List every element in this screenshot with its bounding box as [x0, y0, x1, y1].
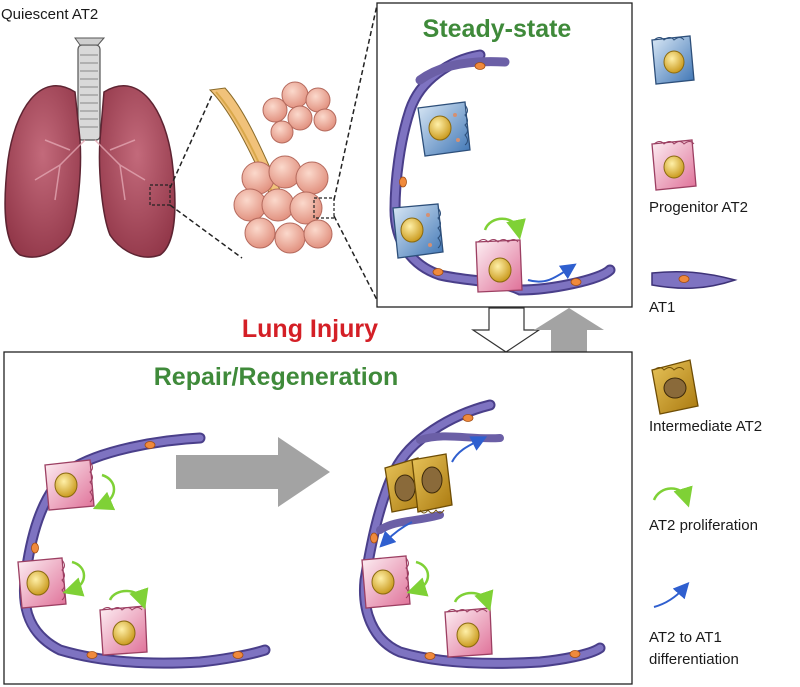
- intermediate-at2-cell-2: [411, 453, 453, 514]
- progression-arrow: [176, 437, 330, 507]
- quiescent-at2-cell-2: [392, 203, 444, 259]
- repair-regeneration-title: Repair/Regeneration: [154, 363, 399, 391]
- legend-label-quiescent: Quiescent AT2: [1, 6, 98, 23]
- down-arrow-hollow: [471, 307, 541, 353]
- progenitor-at2-cell-steady: [475, 239, 523, 293]
- legend-label-progenitor: Progenitor AT2: [649, 199, 748, 216]
- progenitor-at2-cell-left-1: [44, 459, 95, 511]
- legend-icon-differentiation: [653, 582, 690, 608]
- lung-injury-label: Lung Injury: [242, 315, 378, 343]
- right-lung: [4, 85, 82, 258]
- legend-label-at1: AT1: [649, 299, 675, 316]
- legend-label-differentiation-2: differentiation: [649, 651, 739, 668]
- legend-icon-quiescent: [651, 35, 695, 85]
- zoom-box-alveoli: [313, 197, 335, 219]
- legend-label-intermediate: Intermediate AT2: [649, 418, 762, 435]
- legend-label-differentiation: AT2 to AT1: [649, 629, 722, 646]
- steady-state-panel: Steady-state: [376, 2, 633, 308]
- legend-icon-proliferation: [652, 485, 693, 508]
- zoom-box-lung: [149, 184, 171, 206]
- repair-panel: Repair/Regeneration: [3, 351, 633, 685]
- proliferation-arrow-steady: [483, 217, 526, 240]
- progenitor-at2-cell-left-3: [99, 605, 148, 656]
- trachea: [77, 44, 101, 141]
- legend-icon-intermediate: [651, 359, 699, 415]
- steady-state-title: Steady-state: [423, 15, 572, 43]
- lungs-illustration: [4, 37, 243, 259]
- left-lung: [98, 85, 176, 258]
- larynx: [74, 37, 106, 46]
- up-arrow-gray: [534, 308, 604, 352]
- legend-label-proliferation: AT2 proliferation: [649, 517, 758, 534]
- progenitor-at2-cell-right-1: [361, 555, 411, 609]
- injury-transition: Lung Injury: [242, 307, 604, 353]
- alveoli-illustration: [208, 4, 378, 301]
- legend-icon-at1: [651, 270, 738, 290]
- progenitor-at2-cell-right-2: [444, 607, 493, 658]
- progenitor-at2-cell-left-2: [17, 557, 67, 609]
- differentiation-arrow-steady: [527, 263, 577, 283]
- legend-icon-progenitor: [651, 139, 697, 191]
- legend: Quiescent AT2 Progenitor AT2 AT1 Interme…: [1, 6, 762, 668]
- quiescent-at2-cell-1: [417, 101, 471, 157]
